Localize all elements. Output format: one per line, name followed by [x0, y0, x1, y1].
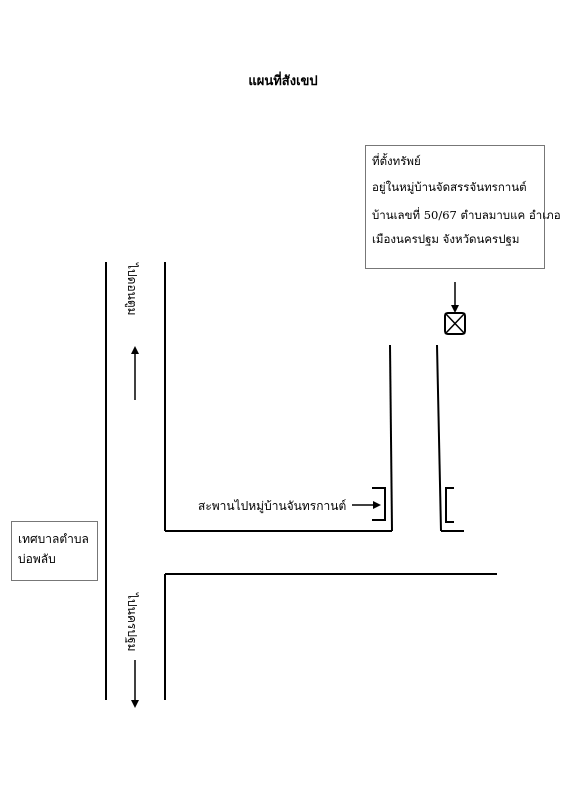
- canal-right-bank: [436, 344, 442, 532]
- location-heading: ที่ตั้งทรัพย์: [372, 154, 421, 168]
- municipality-line-2: บ่อพลับ: [18, 552, 56, 566]
- bridge-bracket-left: [372, 487, 386, 521]
- canal-left-bank: [389, 344, 393, 532]
- location-line-1: อยู่ในหมู่บ้านจัดสรรจันทรกานต์: [372, 180, 527, 194]
- municipality-box: เทศบาลตำบล บ่อพลับ: [11, 521, 98, 581]
- location-line-3: เมืองนครปฐม จังหวัดนครปฐม: [372, 232, 520, 246]
- page-title: แผนที่สังเขป: [248, 74, 318, 89]
- municipality-line-1: เทศบาลตำบล: [18, 532, 89, 546]
- bridge-label: สะพานไปหมู่บ้านจันทรกานต์: [198, 499, 347, 513]
- road-label-south: ไปนครปฐม: [125, 593, 139, 652]
- road-label-north: ไปดอนตูม: [125, 263, 139, 316]
- location-line-2: บ้านเลขที่ 50/67 ตำบลมาบแค อำเภอ: [372, 208, 561, 222]
- bridge-bracket-right: [445, 487, 454, 523]
- location-info-box: ที่ตั้งทรัพย์ อยู่ในหมู่บ้านจัดสรรจันทรก…: [365, 145, 561, 269]
- property-location-icon: [444, 312, 466, 335]
